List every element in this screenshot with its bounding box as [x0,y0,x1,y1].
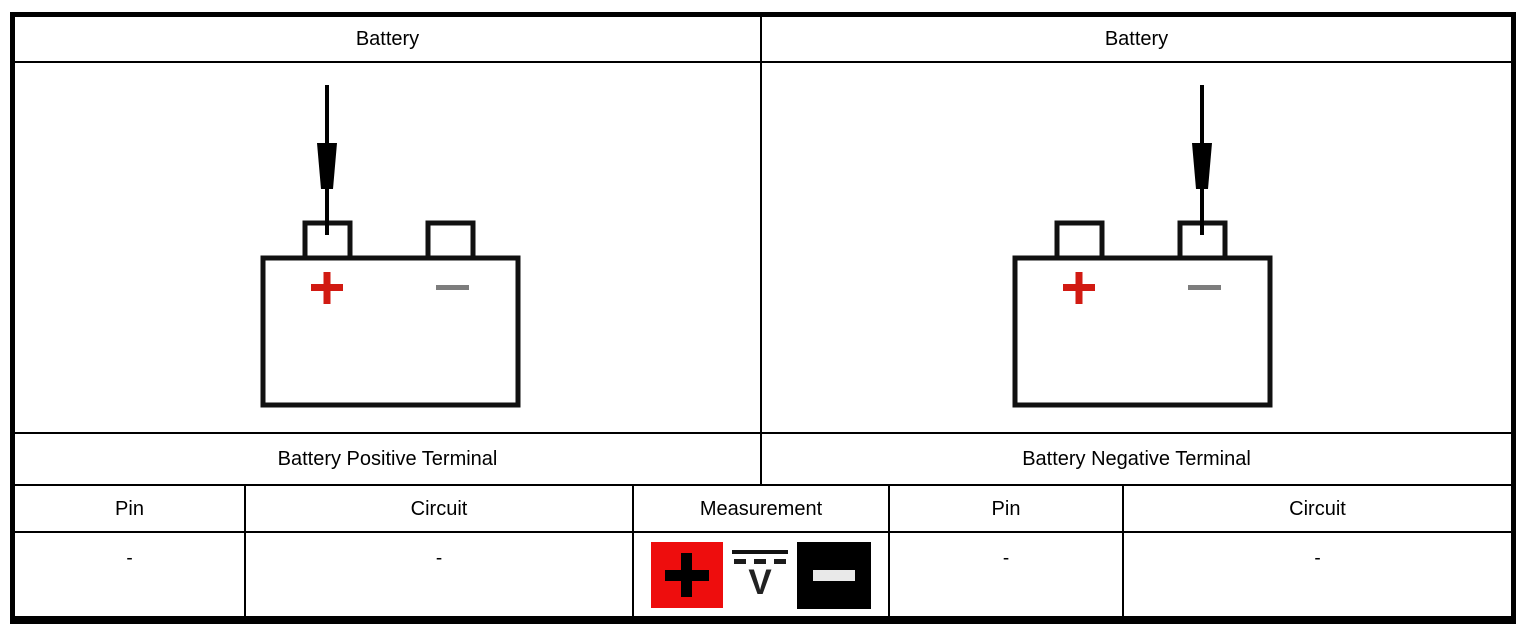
battery-positive-probe-illustration [260,85,521,408]
column-header-pin-right: Pin [991,497,1021,520]
grid-line [244,486,246,617]
column-header-pin-left: Pin [115,497,144,520]
minus-symbol-icon [436,285,469,290]
battery-positive-post [1054,220,1105,261]
dc-voltage-icon: V [731,550,789,600]
positive-lead-icon [651,542,723,608]
grid-line [10,61,1516,63]
panel-title-right: Battery [1104,28,1169,50]
battery-body [260,255,521,408]
grid-line [760,12,762,486]
column-header-circuit-right: Circuit [1289,497,1346,520]
circuit-value-right: - [1314,548,1321,569]
grid-line [632,486,634,617]
probe-grip [317,143,337,189]
negative-lead-icon [797,541,871,609]
column-header-circuit-left: Circuit [410,497,468,520]
circuit-value-left: - [435,548,443,569]
grid-line [888,486,890,617]
measurement-cell: V [634,531,888,619]
pin-value-left: - [126,548,133,569]
grid-line [10,484,1516,486]
grid-line [10,432,1516,434]
battery-body [1012,255,1273,408]
battery-negative-probe-illustration [1012,85,1273,408]
volts-symbol: V [748,563,772,602]
grid-line [1122,486,1124,617]
battery-negative-post [425,220,476,261]
grid-line [10,531,1516,533]
terminal-label-left: Battery Positive Terminal [277,448,498,470]
panel-title-left: Battery [355,28,420,50]
minus-symbol-icon [1188,285,1221,290]
pin-value-right: - [1002,548,1010,569]
terminal-label-right: Battery Negative Terminal [1022,448,1251,470]
probe-grip [1192,143,1212,189]
column-header-measurement: Measurement [699,497,823,520]
